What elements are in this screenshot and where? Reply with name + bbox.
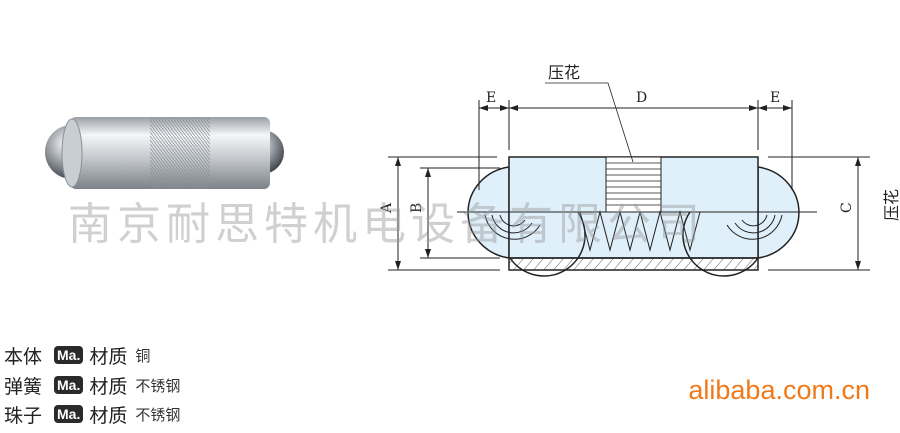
knurl-label: 压花 [548, 63, 580, 82]
material-badge: Ma. [54, 405, 84, 423]
watermark: 南京耐思特机电设备有限公司 [68, 199, 705, 250]
spec-part: 本体 [4, 345, 43, 368]
spec-label: 材质 [89, 375, 128, 398]
dim-e-left: E [486, 90, 496, 106]
spec-row: 珠子 Ma. 材质 不锈钢 [4, 400, 180, 428]
side-knurl-label: 压花 [882, 189, 900, 221]
spec-value: 不锈钢 [135, 376, 181, 395]
dim-e-right: E [770, 90, 780, 106]
product-photo [45, 117, 284, 189]
material-badge: Ma. [54, 376, 84, 394]
alibaba-logo: alibaba.com.cn [688, 375, 870, 405]
material-badge: Ma. [54, 346, 84, 364]
spec-value: 不锈钢 [135, 405, 181, 424]
spec-part: 珠子 [4, 404, 43, 427]
spec-row: 本体 Ma. 材质 铜 [4, 341, 150, 369]
dimension-labels: E D E A B C 压花 压花 [379, 63, 900, 221]
spec-label: 材质 [89, 345, 128, 368]
spec-label: 材质 [89, 404, 128, 427]
spec-part: 弹簧 [4, 375, 43, 398]
dim-b: B [409, 203, 425, 213]
dim-a: A [379, 202, 395, 214]
dim-d: D [636, 90, 647, 106]
dim-c: C [839, 202, 855, 213]
spec-row: 弹簧 Ma. 材质 不锈钢 [4, 371, 180, 399]
technical-drawing [388, 82, 870, 277]
spec-value: 铜 [135, 346, 151, 365]
